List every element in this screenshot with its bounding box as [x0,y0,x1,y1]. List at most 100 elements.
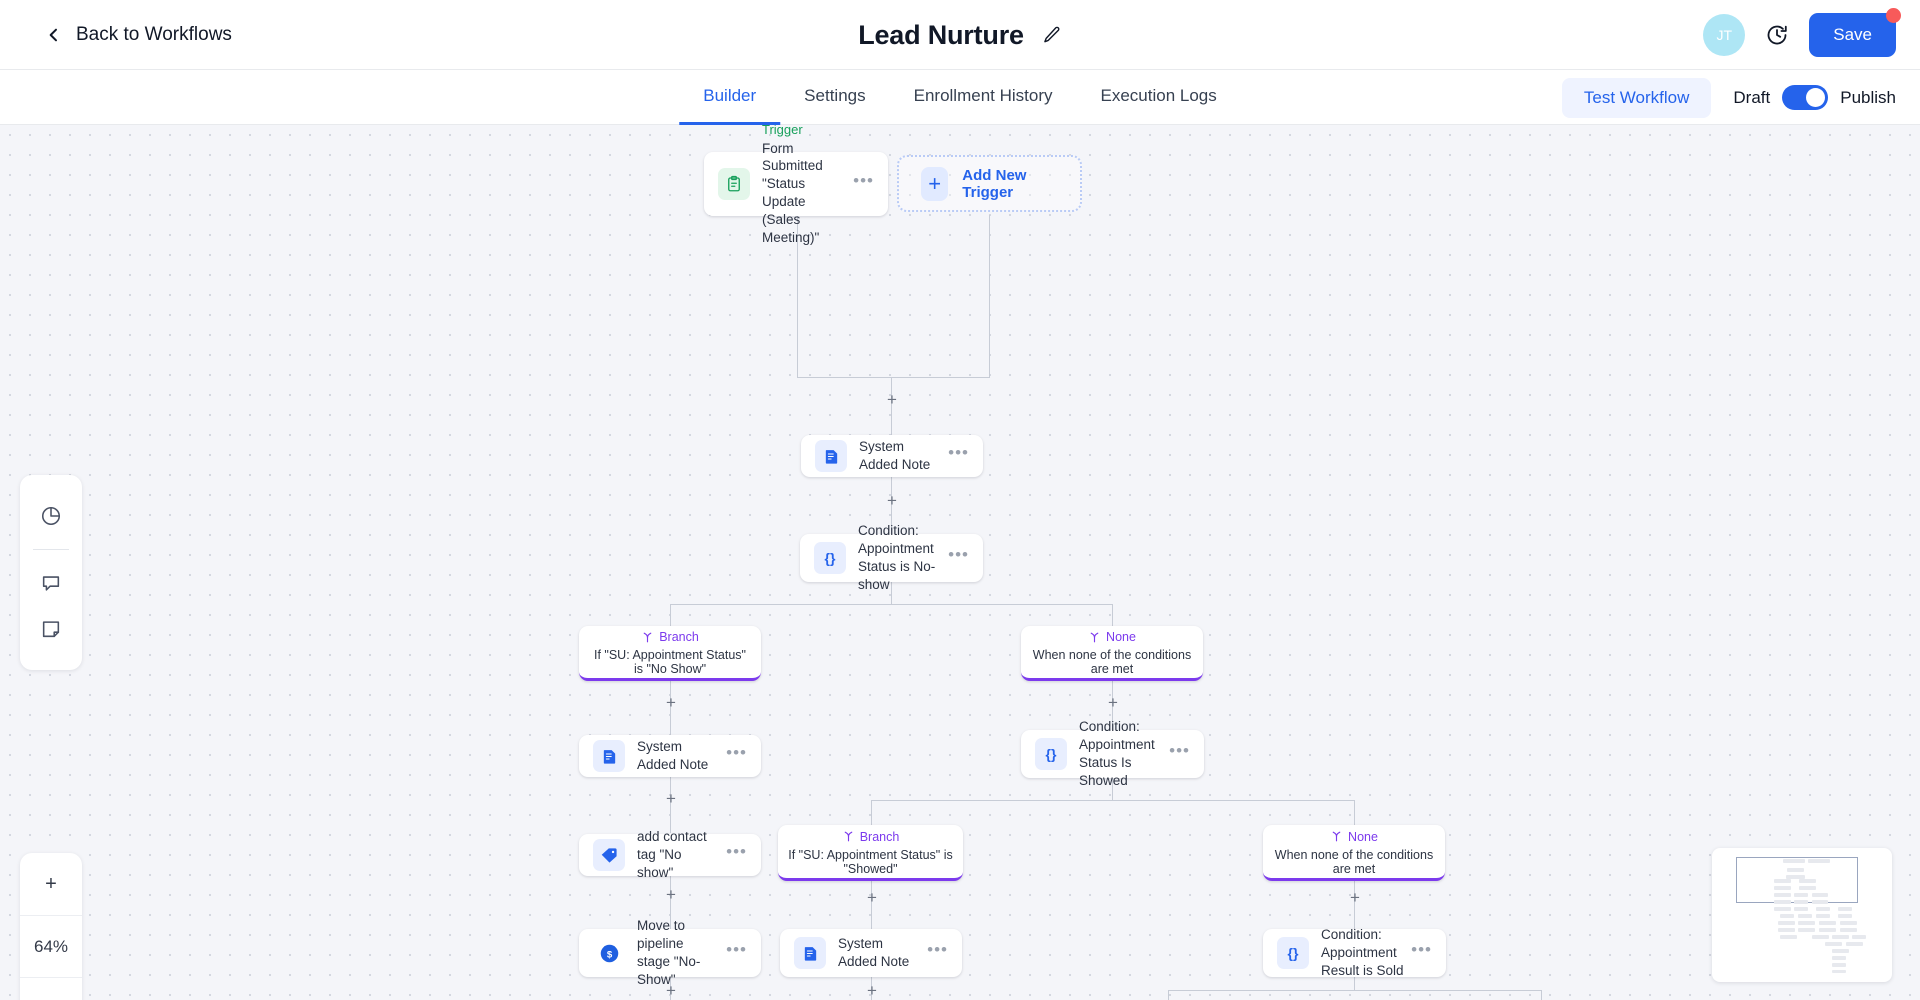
add-step-button[interactable]: + [887,390,897,409]
node-menu-icon[interactable]: ••• [948,443,969,462]
add-step-button[interactable]: + [666,981,676,1000]
node-menu-icon[interactable]: ••• [927,940,948,959]
tab-enrollment-history[interactable]: Enrollment History [913,86,1053,105]
save-button[interactable]: Save [1809,8,1901,57]
node-condition-appointment-result-sold[interactable]: {} Condition: Appointment Result is Sold… [1263,927,1446,978]
branch-head: Branch [842,829,900,844]
add-step-button[interactable]: + [887,491,897,510]
test-workflow-button[interactable]: Test Workflow [1561,77,1712,118]
minimap-node [1774,879,1791,883]
top-bar: Back to Workflows Lead Nurture JT Save [0,0,1920,70]
add-step-button[interactable]: + [666,789,676,808]
back-to-workflows-label: Back to Workflows [76,23,232,45]
canvas-minimap[interactable] [1712,848,1892,982]
tab-settings[interactable]: Settings [804,86,866,105]
node-add-contact-tag[interactable]: add contact tag "No show" ••• [579,829,761,880]
minimap-node [1838,914,1852,918]
tab-list: Builder Settings Enrollment History Exec… [679,70,1240,125]
minimap-node [1816,907,1830,911]
avatar[interactable]: JT [1703,14,1746,56]
branch-kicker: Branch [859,829,900,844]
minimap-node [1798,921,1815,925]
node-branch-none-1[interactable]: None When none of the conditions are met [1021,626,1203,681]
node-menu-icon[interactable]: ••• [948,545,969,564]
branch-kicker: None [1348,829,1378,844]
add-step-button[interactable]: + [867,981,877,1000]
node-menu-icon[interactable]: ••• [726,842,747,861]
minimap-node [1783,859,1805,863]
node-menu-icon[interactable]: ••• [726,743,747,762]
minimap-node [1812,935,1829,939]
connector [891,377,893,435]
connector [670,873,672,929]
node-condition-appointment-status-showed[interactable]: {} Condition: Appointment Status Is Show… [1021,719,1204,788]
node-branch-none-2[interactable]: None When none of the conditions are met [1263,825,1445,881]
connector [871,881,873,929]
branch-description: If "SU: Appointment Status" is "No Show" [593,648,746,676]
minimap-node [1812,900,1828,904]
node-branch-showed[interactable]: Branch If "SU: Appointment Status" is "S… [778,825,963,881]
node-menu-icon[interactable]: ••• [1411,940,1432,959]
note-doc-icon [794,937,826,969]
back-to-workflows-link[interactable]: Back to Workflows [46,24,232,46]
minimap-node [1786,875,1805,879]
minimap-node [1832,956,1846,960]
zoom-in-button[interactable]: + [45,872,57,895]
add-step-button[interactable]: + [666,693,676,712]
tab-execution-logs[interactable]: Execution Logs [1100,86,1217,105]
publish-toggle[interactable] [1782,85,1829,110]
add-step-button[interactable]: + [666,885,676,904]
node-menu-icon[interactable]: ••• [1169,741,1190,760]
note-icon[interactable] [20,606,82,652]
page-title: Lead Nurture [858,19,1024,50]
add-step-button[interactable]: + [867,888,877,907]
node-move-to-pipeline-stage[interactable]: $ Move to pipeline stage "No-Show" ••• [579,918,761,987]
braces-icon: {} [1277,937,1309,969]
comment-bubble-icon[interactable] [20,560,82,606]
branch-description: If "SU: Appointment Status" is "Showed" [788,847,953,876]
branch-fork-icon [643,632,652,642]
add-step-button[interactable]: + [1108,693,1118,712]
clock-history-icon[interactable] [1765,23,1789,47]
node-add-contact-tag-label: add contact tag "No show" [637,829,707,880]
node-condition-appointment-status-no-show[interactable]: {} Condition: Appointment Status is No-s… [800,523,983,592]
node-system-added-note-2[interactable]: System Added Note ••• [579,735,761,777]
branch-head: None [1330,830,1378,844]
publish-toggle-knob [1806,88,1826,107]
node-system-added-note-1[interactable]: System Added Note ••• [801,435,983,477]
braces-icon: {} [1035,738,1067,770]
analytics-pie-icon[interactable] [20,493,82,539]
save-notification-dot [1886,8,1901,23]
node-menu-icon[interactable]: ••• [853,171,874,190]
dollar-circle-icon: $ [593,937,625,969]
add-step-button[interactable]: + [1350,888,1360,907]
tab-builder[interactable]: Builder [679,70,781,125]
add-new-trigger-label: Add New Trigger [962,166,1027,201]
minimap-node [1778,921,1795,925]
node-branch-no-show[interactable]: Branch If "SU: Appointment Status" is "N… [579,626,761,681]
zoom-out-button[interactable]: − [20,977,82,1000]
minimap-node [1812,893,1828,897]
zoom-level-label: 64% [20,915,82,977]
tool-divider [33,549,69,550]
canvas-tool-panel [20,475,82,670]
branch-head: None [1088,630,1136,644]
node-system-added-note-3[interactable]: System Added Note ••• [780,929,962,977]
node-condition-2-label: Condition: Appointment Status Is Showed [1079,719,1155,788]
minimap-node [1840,921,1857,925]
connector [1112,604,1114,627]
pencil-icon[interactable] [1042,25,1062,45]
minimap-node [1794,907,1808,911]
minimap-node [1852,935,1866,939]
node-trigger[interactable]: Trigger Form Submitted "Status Update (S… [704,125,888,245]
minimap-node [1832,963,1846,967]
publish-label: Publish [1840,87,1896,107]
minimap-node [1774,900,1791,904]
connector [1168,990,1541,992]
node-system-added-note-2-label: System Added Note [637,739,709,772]
connector [871,800,1354,802]
node-menu-icon[interactable]: ••• [726,940,747,959]
add-new-trigger-button[interactable]: + Add New Trigger [897,155,1082,212]
connector [891,577,893,605]
workflow-canvas[interactable]: + + + + + + + + + + + + + + [0,125,1920,1000]
